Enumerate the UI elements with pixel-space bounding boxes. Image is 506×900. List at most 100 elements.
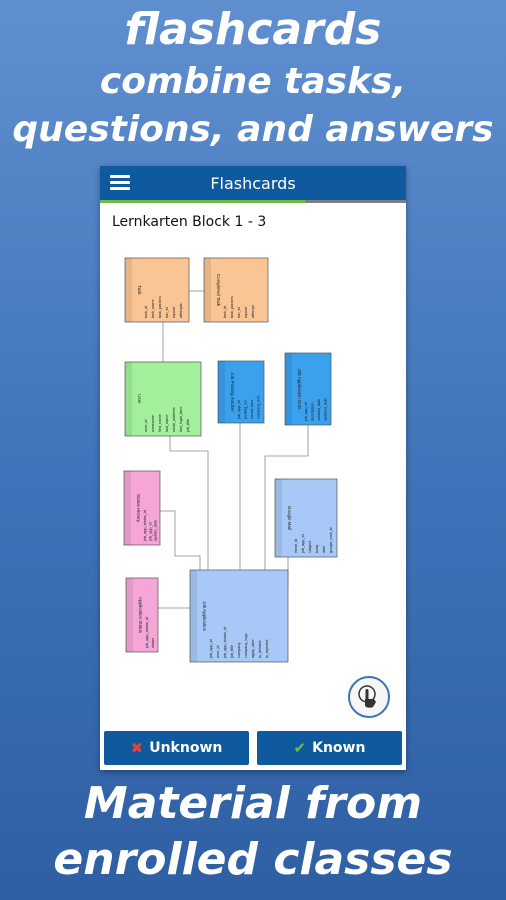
table-field: is_deleted [258, 641, 262, 658]
table-field: email_address [172, 407, 176, 432]
table-field: job_app_id [148, 522, 152, 542]
table-field: job_app_status_id [143, 510, 147, 542]
table-title: Completed Task [216, 274, 221, 307]
table-field: attempts [179, 303, 183, 318]
table-field: posting_url [244, 400, 248, 419]
table-field: job_title [186, 419, 190, 433]
table-box [274, 478, 338, 558]
promo-headline: flashcards [124, 4, 382, 55]
table-header-strip [275, 479, 282, 557]
table-header-strip [126, 578, 133, 652]
table-field: task_id [223, 306, 227, 318]
table-field: created_date [317, 399, 321, 421]
deck-progress-fill [100, 200, 306, 203]
table-box [284, 352, 332, 426]
table-title: Job Posting Tracker [230, 372, 235, 412]
relation-line [169, 436, 209, 570]
table-field: last_login_time [179, 407, 183, 432]
table-field: body [315, 545, 319, 553]
table-field: job_app_status_id [145, 617, 149, 649]
relation-line [264, 425, 309, 570]
table-field: date [322, 546, 326, 553]
table-field: job_title [230, 645, 234, 659]
table-field: job_app_id [209, 639, 213, 659]
table-field: job_app_status_id [223, 627, 227, 659]
table-box [203, 257, 269, 323]
table-header-strip [125, 362, 132, 436]
table-field: user_id [216, 646, 220, 658]
table-title: Google Mail [287, 506, 292, 530]
table-field: attempt [251, 304, 255, 318]
tap-hand-icon [358, 685, 376, 708]
known-button[interactable]: ✔ Known [257, 731, 402, 765]
table-header-strip [190, 570, 197, 662]
table-field: first_name [158, 414, 162, 432]
table-field: job_app_id [304, 402, 308, 422]
unknown-button[interactable]: ✖ Unknown [104, 731, 249, 765]
table-box [124, 361, 202, 437]
table-field: updated_date [324, 398, 328, 421]
table-field: task_name [151, 299, 155, 318]
table-title: Task [137, 285, 142, 295]
table-field: email_id [294, 539, 298, 553]
table-title: User [137, 394, 142, 404]
table-title: Application Status [138, 597, 143, 634]
table-box [123, 470, 161, 546]
unknown-button-label: Unknown [149, 740, 223, 756]
table-box [217, 360, 265, 424]
table-field: username [151, 415, 155, 432]
app-bar: Flashcards [100, 166, 406, 200]
table-field: description [311, 403, 315, 421]
table-header-strip [124, 471, 131, 545]
table-field: task_params [158, 296, 162, 318]
table-field: task_params [230, 296, 234, 318]
check-icon: ✔ [293, 739, 307, 757]
table-header-strip [204, 258, 211, 322]
table-title: Job Application [202, 601, 207, 632]
table-field: last_name [165, 414, 169, 432]
table-field: job_app_id [237, 400, 241, 420]
table-field: user_id [144, 420, 148, 432]
table-field: repeat [172, 306, 176, 318]
table-field: google_mail_id [329, 527, 333, 553]
table-field: run_id [165, 307, 169, 318]
table-field: task_id [144, 306, 148, 318]
deck-title: Lernkarten Block 1 - 3 [112, 214, 267, 230]
tap-reveal-button[interactable] [348, 676, 390, 718]
table-field: repeat [244, 306, 248, 318]
known-button-label: Known [312, 740, 366, 756]
table-field: subject [308, 540, 312, 553]
table-box [189, 569, 289, 663]
table-field: job_app_id [301, 534, 305, 554]
table-field: status [151, 638, 155, 648]
table-field: saved_time [250, 400, 254, 419]
table-title: Status History [136, 494, 141, 523]
phone-screen: Flashcards Lernkarten Block 1 - 3 Task ta… [100, 166, 406, 770]
relation-line [160, 510, 201, 570]
deck-progress-bar [100, 200, 406, 203]
app-title: Flashcards [210, 174, 296, 193]
hamburger-menu-icon[interactable] [110, 175, 130, 191]
promo-subheadline-1: combine tasks, [99, 61, 407, 102]
promo-footer-1: Material from [83, 778, 423, 829]
table-field: company_info [257, 395, 261, 419]
table-field: run_id [237, 307, 241, 318]
table-field: update_date [154, 520, 158, 541]
table-header-strip [218, 361, 225, 423]
table-field: company [237, 642, 241, 658]
table-box [125, 577, 159, 653]
promo-footer-2: enrolled classes [53, 834, 453, 885]
table-box [124, 257, 190, 323]
table-field: company_logo [244, 633, 248, 658]
table-field: apply_date [251, 639, 255, 658]
